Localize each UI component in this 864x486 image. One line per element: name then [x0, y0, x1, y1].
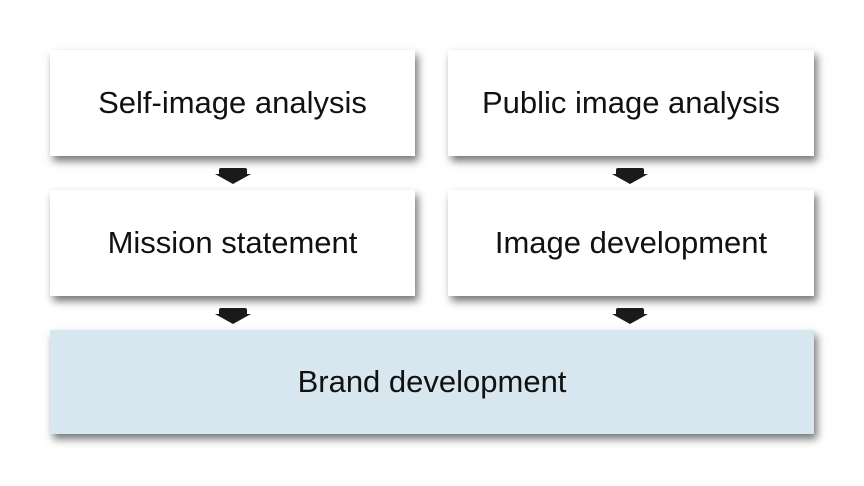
arrow-shaft: [616, 168, 644, 175]
brand-development-box: Brand development: [50, 330, 814, 434]
arrow-shaft: [219, 308, 247, 315]
arrow-mission-to-brand: [215, 308, 251, 324]
mission-statement-box: Mission statement: [50, 190, 415, 296]
arrow-public-to-image-dev: [612, 168, 648, 184]
arrow-head: [215, 314, 251, 324]
public-image-analysis-box: Public image analysis: [448, 50, 814, 156]
arrow-shaft: [219, 168, 247, 175]
self-image-analysis-box: Self-image analysis: [50, 50, 415, 156]
arrow-head: [612, 314, 648, 324]
self-image-analysis-label: Self-image analysis: [98, 85, 367, 120]
brand-development-label: Brand development: [297, 364, 567, 399]
image-development-box: Image development: [448, 190, 814, 296]
arrow-shaft: [616, 308, 644, 315]
mission-statement-label: Mission statement: [107, 225, 358, 260]
arrow-image-dev-to-brand: [612, 308, 648, 324]
public-image-analysis-label: Public image analysis: [481, 85, 781, 120]
image-development-label: Image development: [494, 225, 768, 260]
arrow-self-to-mission: [215, 168, 251, 184]
arrow-head: [612, 174, 648, 184]
arrow-head: [215, 174, 251, 184]
